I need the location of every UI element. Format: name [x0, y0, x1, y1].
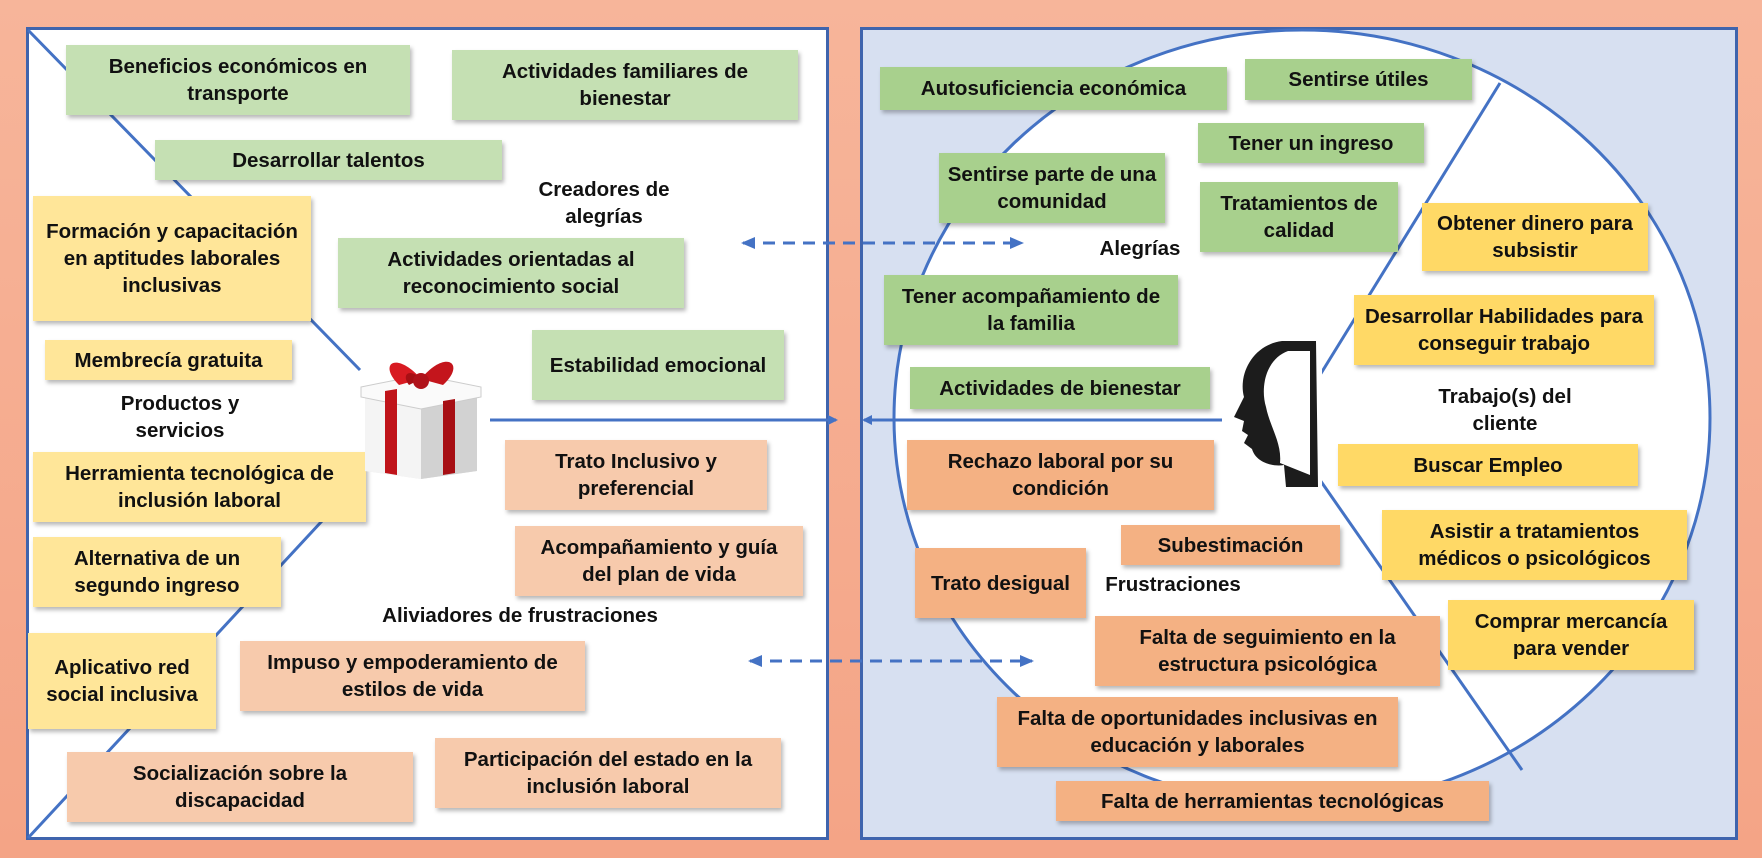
job-box: Asistir a tratamientos médicos o psicoló…	[1382, 510, 1687, 580]
job-text: Asistir a tratamientos médicos o psicoló…	[1418, 520, 1651, 570]
gain-text: Tener acompañamiento de la familia	[901, 285, 1161, 335]
gain-text: Sentirse útiles	[1288, 68, 1429, 91]
product-text: Herramienta tecnológica de inclusión lab…	[65, 462, 334, 512]
gain-text: Autosuficiencia económica	[920, 77, 1187, 100]
pain-text: Falta de herramientas tecnológicas	[1101, 789, 1444, 813]
product-text: Membrecía gratuita	[74, 348, 263, 372]
pain-text: Trato desigual	[931, 571, 1070, 595]
gain-creator-text: Actividades familiares de bienestar	[501, 60, 749, 110]
face-profile-icon	[1222, 335, 1322, 490]
pain-box: Falta de oportunidades inclusivas en edu…	[997, 697, 1398, 767]
gain-creator-text: Beneficios económicos en transporte	[108, 55, 368, 105]
job-box: Buscar Empleo	[1338, 444, 1638, 486]
pain-text: Subestimación	[1157, 533, 1304, 557]
pain-reliever-box: Socialización sobre la discapacidad	[67, 752, 413, 822]
gain-box: Sentirse útiles	[1245, 59, 1472, 100]
job-text: Desarrollar Habilidades para conseguir t…	[1364, 305, 1643, 355]
job-text: Buscar Empleo	[1413, 453, 1563, 477]
pain-reliever-text: Trato Inclusivo y preferencial	[555, 450, 717, 500]
product-text: Formación y capacitación en aptitudes la…	[46, 220, 298, 297]
gain-creator-box: Estabilidad emocional	[532, 330, 784, 400]
gain-box: Tratamientos de calidad	[1200, 182, 1398, 252]
gain-creator-text: Estabilidad emocional	[549, 353, 767, 377]
gain-box: Actividades de bienestar	[910, 367, 1210, 409]
gain-box: Tener un ingreso	[1198, 123, 1424, 163]
pain-reliever-text: Socialización sobre la discapacidad	[132, 762, 348, 812]
gains-title: Alegrías	[1099, 237, 1181, 260]
gift-icon	[360, 361, 482, 479]
pain-text: Rechazo laboral por su condición	[947, 450, 1174, 500]
gain-text: Actividades de bienestar	[939, 376, 1181, 400]
gain-creator-text: Desarrollar talentos	[232, 148, 425, 172]
gain-box: Autosuficiencia económica	[880, 67, 1227, 110]
product-box: Membrecía gratuita	[45, 340, 292, 380]
pains-title: Frustraciones	[1105, 573, 1241, 596]
job-text: Obtener dinero para subsistir	[1437, 212, 1633, 262]
gain-text: Sentirse parte de una comunidad	[947, 163, 1157, 213]
pain-reliever-box: Participación del estado en la inclusión…	[435, 738, 781, 808]
gain-text: Tratamientos de calidad	[1220, 192, 1378, 242]
pain-text: Falta de seguimiento en la estructura ps…	[1139, 626, 1396, 676]
gain-text: Tener un ingreso	[1228, 131, 1394, 155]
pain-box: Rechazo laboral por su condición	[907, 440, 1214, 510]
pain-box: Falta de herramientas tecnológicas	[1056, 781, 1489, 821]
gain-creator-text: Actividades orientadas al reconocimiento…	[387, 248, 635, 298]
pain-reliever-box: Impuso y empoderamiento de estilos de vi…	[240, 641, 585, 711]
pain-box: Trato desigual	[915, 548, 1086, 618]
pain-text: Falta de oportunidades inclusivas en edu…	[1017, 707, 1378, 757]
product-box: Alternativa de un segundo ingreso	[33, 537, 281, 607]
pain-reliever-box: Trato Inclusivo y preferencial	[505, 440, 767, 510]
gain-creators-title: Creadores de alegrías	[538, 178, 670, 228]
job-box: Obtener dinero para subsistir	[1422, 203, 1648, 271]
gain-creator-box: Beneficios económicos en transporte	[66, 45, 410, 115]
pain-reliever-text: Acompañamiento y guía del plan de vida	[540, 536, 778, 586]
gain-creator-box: Actividades orientadas al reconocimiento…	[338, 238, 684, 308]
job-box: Comprar mercancía para vender	[1448, 600, 1694, 670]
products-title: Productos y servicios	[120, 392, 240, 442]
product-box: Aplicativo red social inclusiva	[28, 633, 216, 729]
gain-box: Tener acompañamiento de la familia	[884, 275, 1178, 345]
job-box: Desarrollar Habilidades para conseguir t…	[1354, 295, 1654, 365]
jobs-title: Trabajo(s) del cliente	[1438, 385, 1572, 435]
pain-relievers-title: Aliviadores de frustraciones	[382, 604, 658, 627]
pain-box: Subestimación	[1121, 525, 1340, 565]
gain-creator-box: Desarrollar talentos	[155, 140, 502, 180]
pain-box: Falta de seguimiento en la estructura ps…	[1095, 616, 1440, 686]
product-box: Herramienta tecnológica de inclusión lab…	[33, 452, 366, 522]
pain-reliever-text: Impuso y empoderamiento de estilos de vi…	[267, 651, 558, 701]
gain-box: Sentirse parte de una comunidad	[939, 153, 1165, 223]
job-text: Comprar mercancía para vender	[1474, 610, 1668, 660]
pain-reliever-text: Participación del estado en la inclusión…	[463, 748, 753, 798]
product-text: Alternativa de un segundo ingreso	[73, 547, 241, 597]
product-box: Formación y capacitación en aptitudes la…	[33, 196, 311, 321]
pain-reliever-box: Acompañamiento y guía del plan de vida	[515, 526, 803, 596]
gain-creator-box: Actividades familiares de bienestar	[452, 50, 798, 120]
product-text: Aplicativo red social inclusiva	[46, 656, 198, 706]
